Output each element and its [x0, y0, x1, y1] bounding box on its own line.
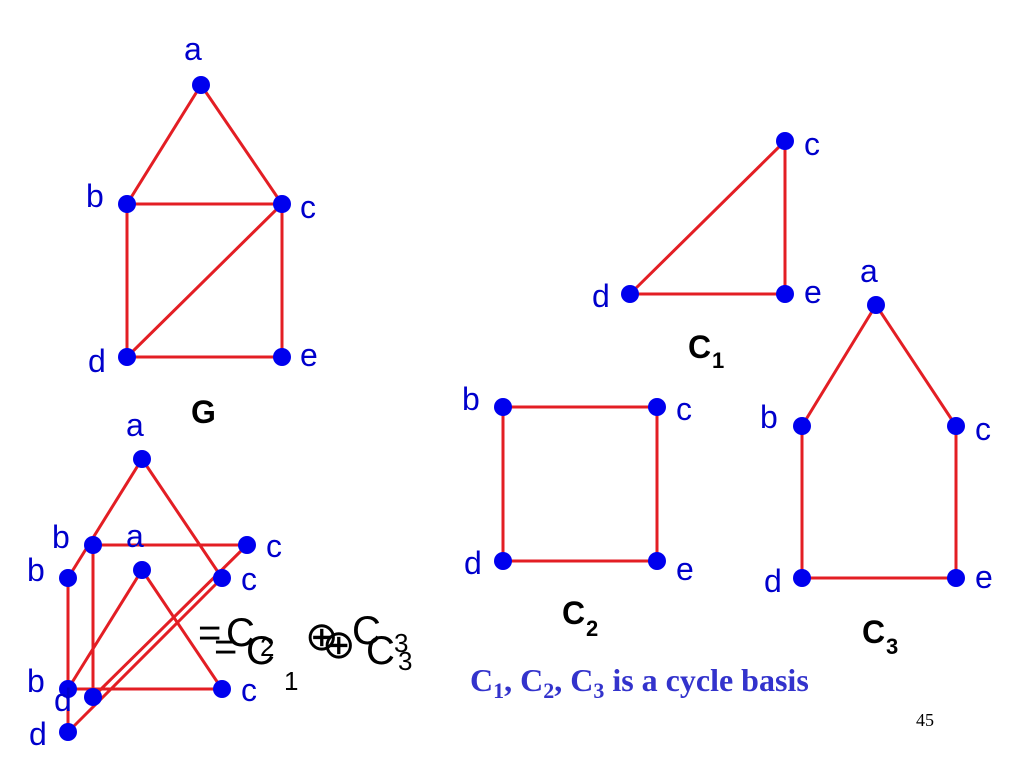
graph-name-C1-sub: 1: [712, 348, 724, 373]
vertex-C1-e: [776, 285, 794, 303]
overlay-label-d2: d: [29, 716, 47, 752]
vertex-label-C2-b: b: [462, 381, 480, 417]
overlay-label-c: c: [266, 528, 282, 564]
edge-G-cd: [125, 202, 284, 359]
vertex-label-C3-c: c: [975, 411, 991, 447]
vertex-C1-d: [621, 285, 639, 303]
vertex-C3-e: [947, 569, 965, 587]
overlay-label-b: b: [52, 519, 70, 555]
vertex-G-b: [118, 195, 136, 213]
overlay-label-d: d: [54, 682, 72, 718]
overlay-edge: [66, 576, 224, 734]
overlay-vertex: [59, 569, 77, 587]
overlay-edge: [66, 569, 144, 690]
graph-C1: c d e C 1: [592, 126, 822, 373]
vertex-C2-c: [648, 398, 666, 416]
vertex-label-G-d: d: [88, 343, 106, 379]
overlay-eq-sign-2: =: [214, 625, 237, 669]
vertex-G-d: [118, 348, 136, 366]
vertex-C3-d: [793, 569, 811, 587]
cycle-basis-caption: C1, C2, C3 is a cycle basis: [470, 662, 809, 703]
overlay-term1-sub: 1: [284, 666, 298, 696]
vertex-label-C2-c: c: [676, 391, 692, 427]
edge-C1-cd: [628, 139, 787, 296]
graph-C2: b c d e C 2: [462, 381, 694, 641]
overlay-vertex: [84, 536, 102, 554]
graph-name-C3-sub: 3: [886, 634, 898, 659]
overlay-label-a: a: [126, 407, 144, 443]
overlay-term3-sub-2: 3: [398, 646, 412, 676]
edge-C3-ab: [800, 304, 878, 427]
overlay-edge: [66, 458, 144, 579]
vertex-label-G-e: e: [300, 337, 318, 373]
overlay-label-b3: b: [27, 663, 45, 699]
vertex-label-C3-d: d: [764, 563, 782, 599]
overlay-term2-sub: 2: [260, 632, 274, 662]
vertex-label-G-c: c: [300, 189, 316, 225]
overlay-term1: C: [226, 611, 255, 655]
graph-G: a b c d e G: [86, 31, 318, 430]
overlay-vertex: [213, 680, 231, 698]
overlay-eq-sign: =: [198, 611, 221, 655]
overlay-label-c3: c: [241, 672, 257, 708]
vertex-label-G-b: b: [86, 178, 104, 214]
overlay-vertex: [213, 569, 231, 587]
overlay-label-b2: b: [27, 552, 45, 588]
overlay-op-2: ⊕: [322, 623, 356, 667]
overlay-vertex: [133, 450, 151, 468]
overlay-label-c2: c: [241, 561, 257, 597]
vertex-G-a: [192, 76, 210, 94]
overlay-vertex: [59, 680, 77, 698]
overlay-edge: [140, 458, 224, 579]
vertex-label-C2-d: d: [464, 545, 482, 581]
vertex-label-C3-e: e: [975, 559, 993, 595]
vertex-label-C2-e: e: [676, 551, 694, 587]
vertex-C2-b: [494, 398, 512, 416]
overlay-term3-sub: 3: [394, 628, 408, 658]
overlay-vertex: [84, 688, 102, 706]
graph-name-C3: C: [862, 614, 885, 650]
graph-name-C2: C: [562, 595, 585, 631]
vertex-label-C1-e: e: [804, 274, 822, 310]
vertex-C3-a: [867, 296, 885, 314]
graph-name-C2-sub: 2: [586, 616, 598, 641]
vertex-C3-b: [793, 417, 811, 435]
overlay-term3: C: [352, 609, 381, 653]
edge-G-ab: [125, 84, 203, 205]
edge-C3-ac: [874, 304, 958, 427]
overlay-vertex: [59, 723, 77, 741]
overlay-term3-b: C: [366, 629, 395, 673]
graph-C3: a b c d e C 3: [760, 253, 993, 659]
vertex-label-C3-b: b: [760, 399, 778, 435]
overlay-term1-b: C: [246, 629, 275, 673]
vertex-label-C1-d: d: [592, 278, 610, 314]
vertex-C2-e: [648, 552, 666, 570]
graph-name-C1: C: [688, 329, 711, 365]
vertex-label-C3-a: a: [860, 253, 878, 289]
overlay-edge: [91, 543, 249, 699]
overlay-edge: [140, 569, 224, 690]
vertex-G-e: [273, 348, 291, 366]
graph-name-G: G: [191, 394, 216, 430]
vertex-label-G-a: a: [184, 31, 202, 67]
overlay-vertex: [238, 536, 256, 554]
page-number: 45: [916, 710, 934, 730]
vertex-C1-c: [776, 132, 794, 150]
overlay-diagram: a a b b b c c c d d = = C C 1 2 ⊕ ⊕ C C …: [27, 407, 412, 752]
vertex-label-C1-c: c: [804, 126, 820, 162]
vertex-C3-c: [947, 417, 965, 435]
overlay-op: ⊕: [305, 615, 339, 659]
edge-G-ac: [199, 84, 284, 205]
overlay-vertex: [133, 561, 151, 579]
vertex-G-c: [273, 195, 291, 213]
vertex-C2-d: [494, 552, 512, 570]
overlay-label-a2: a: [126, 518, 144, 554]
